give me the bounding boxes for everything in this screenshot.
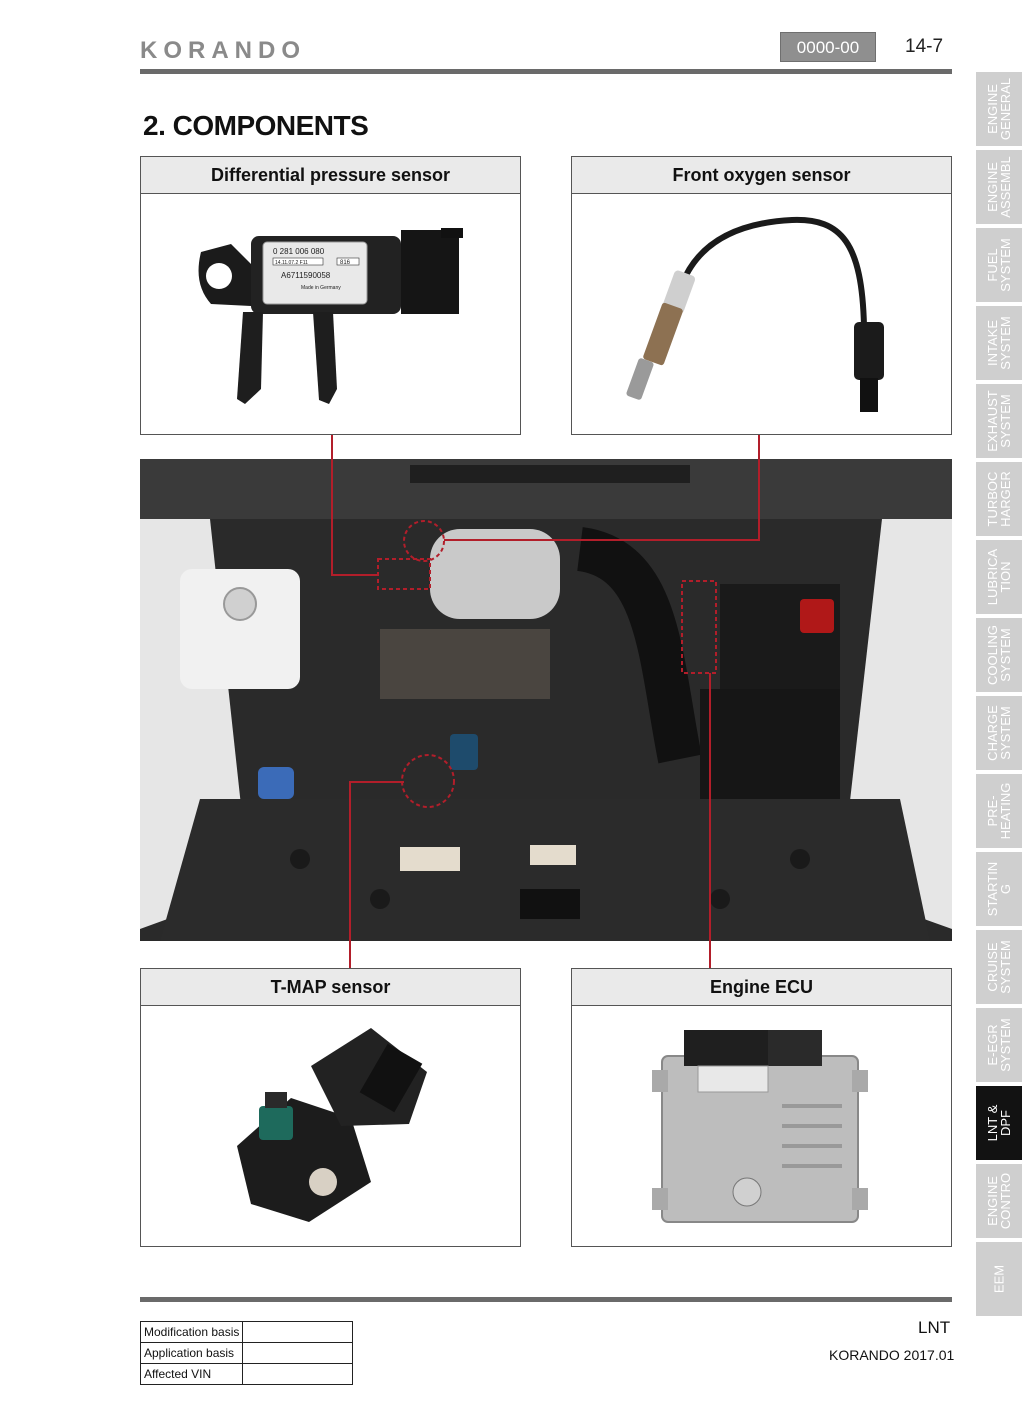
table-row: Modification basis [139, 1321, 353, 1343]
side-tab-label: COOLING SYSTEM [985, 625, 1013, 685]
part-number-text: 0 281 006 080 [273, 247, 325, 256]
side-tab-label: LNT & DPF [985, 1104, 1013, 1142]
part-code-text: 816 [340, 260, 351, 266]
table-cell-value [242, 1342, 353, 1364]
side-tab-label: STARTIN G [985, 861, 1013, 917]
side-tab-charge-system[interactable]: CHARGE SYSTEM [976, 696, 1022, 770]
side-tab-engine-control[interactable]: ENGINE CONTRO [976, 1164, 1022, 1238]
side-tab-label: ENGINE GENERAL [985, 77, 1013, 141]
differential-pressure-sensor-image: 0 281 006 080 14.11.07.2 F11 816 A671159… [141, 194, 520, 434]
modification-table: Modification basis Application basis Aff… [139, 1321, 353, 1385]
footer-section-code: LNT [918, 1318, 951, 1337]
table-cell-value [242, 1363, 353, 1385]
panel-front-oxygen-sensor: Front oxygen sensor [571, 156, 952, 435]
leader-line-differential-pressure [331, 435, 333, 576]
panel-differential-pressure-sensor: Differential pressure sensor 0 281 006 0… [140, 156, 521, 435]
table-cell-label: Affected VIN [139, 1363, 244, 1385]
side-tab-label: EXHAUST SYSTEM [985, 390, 1013, 452]
panel-title: Differential pressure sensor [141, 157, 520, 194]
side-tab-lnt-dpf[interactable]: LNT & DPF [976, 1086, 1022, 1160]
leader-line-oxygen-sensor-h [444, 539, 760, 541]
side-tab-label: PRE- HEATING [985, 782, 1013, 840]
part-date-text: 14.11.07.2 F11 [275, 260, 308, 266]
leader-line-tmap [349, 781, 351, 968]
part-origin-text: Made in Germany [301, 285, 341, 291]
side-tab-label: CHARGE SYSTEM [985, 705, 1013, 761]
side-tab-label: INTAKE SYSTEM [985, 316, 1013, 370]
table-row: Affected VIN [139, 1363, 353, 1385]
table-cell-label: Application basis [139, 1342, 244, 1364]
side-tab-lubrication[interactable]: LUBRICA TION [976, 540, 1022, 614]
section-title: 2. COMPONENTS [143, 110, 369, 141]
side-tab-intake-system[interactable]: INTAKE SYSTEM [976, 306, 1022, 380]
panel-tmap-sensor: T-MAP sensor [140, 968, 521, 1247]
leader-line-tmap-h [349, 781, 404, 783]
side-tab-engine-assembly[interactable]: ENGINE ASSEMBL [976, 150, 1022, 224]
side-tab-cooling-system[interactable]: COOLING SYSTEM [976, 618, 1022, 692]
side-tab-engine-general[interactable]: ENGINE GENERAL [976, 72, 1022, 146]
engine-ecu-image [572, 1006, 951, 1246]
panel-title: T-MAP sensor [141, 969, 520, 1006]
leader-line-ecu [709, 673, 711, 968]
table-cell-value [242, 1321, 353, 1343]
side-tab-label: LUBRICA TION [985, 548, 1013, 606]
side-tab-label: EEM [991, 1264, 1007, 1294]
side-tab-label: ENGINE ASSEMBL [985, 156, 1013, 218]
side-tab-turbocharger[interactable]: TURBOC HARGER [976, 462, 1022, 536]
side-tab-fuel-system[interactable]: FUEL SYSTEM [976, 228, 1022, 302]
side-tab-label: FUEL SYSTEM [985, 238, 1013, 292]
footer-model-date: KORANDO 2017.01 [829, 1347, 955, 1363]
brand-logo: KORANDO [140, 37, 306, 64]
panel-title: Engine ECU [572, 969, 951, 1006]
panel-engine-ecu: Engine ECU [571, 968, 952, 1247]
side-tab-label: ENGINE CONTRO [985, 1172, 1013, 1230]
document-code: 0000-00 [780, 32, 876, 62]
side-tab-pre-heating[interactable]: PRE- HEATING [976, 774, 1022, 848]
side-tab-e-egr-system[interactable]: E-EGR SYSTEM [976, 1008, 1022, 1082]
part-oem-number-text: A6711590058 [281, 271, 331, 280]
leader-line-differential-pressure-h [331, 574, 379, 576]
side-tab-starting[interactable]: STARTIN G [976, 852, 1022, 926]
footer-divider [140, 1297, 952, 1302]
side-tab-label: CRUISE SYSTEM [985, 940, 1013, 994]
side-tab-cruise-system[interactable]: CRUISE SYSTEM [976, 930, 1022, 1004]
panel-title: Front oxygen sensor [572, 157, 951, 194]
table-cell-label: Modification basis [139, 1321, 244, 1343]
side-tab-label: E-EGR SYSTEM [985, 1018, 1013, 1072]
leader-line-oxygen-sensor [758, 435, 760, 541]
header-divider [140, 69, 952, 74]
tmap-sensor-image [141, 1006, 520, 1246]
front-oxygen-sensor-image [572, 194, 951, 434]
side-tab-exhaust-system[interactable]: EXHAUST SYSTEM [976, 384, 1022, 458]
page-number: 14-7 [905, 36, 944, 57]
side-tab-label: TURBOC HARGER [985, 471, 1013, 527]
engine-bay-image [140, 459, 952, 941]
side-tab-eem[interactable]: EEM [976, 1242, 1022, 1316]
table-row: Application basis [139, 1342, 353, 1364]
